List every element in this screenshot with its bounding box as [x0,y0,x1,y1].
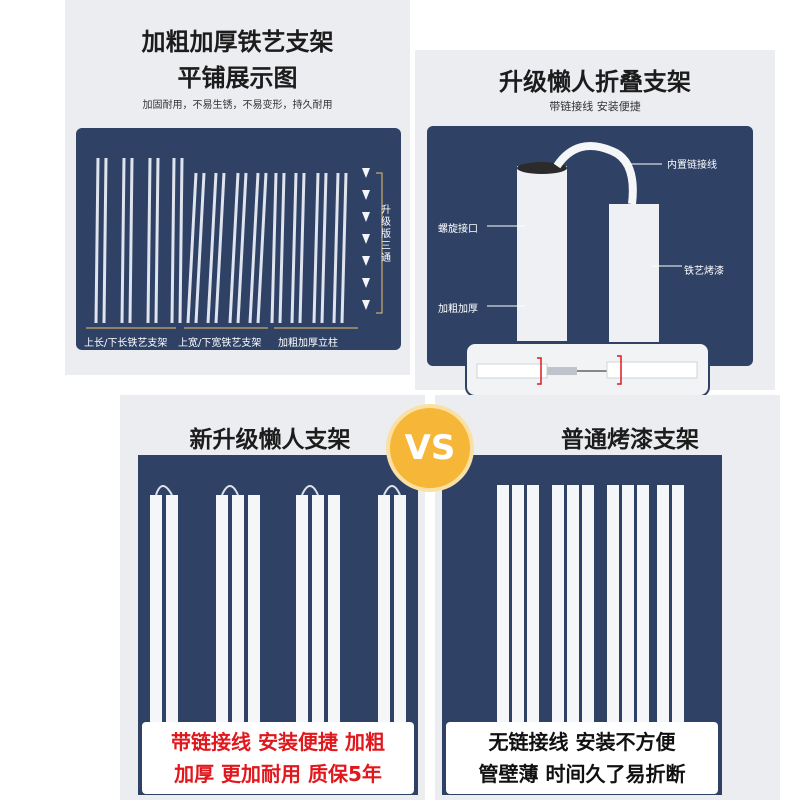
normal-rack-text-line2: 管壁薄 时间久了易折断 [478,762,686,786]
top-right-title: 升级懒人折叠支架 [499,68,691,96]
new-rack-text-line1: 带链接线 安装便捷 加粗 [171,730,385,754]
folding-illustration [487,142,682,344]
callout-thick: 加粗加厚 [438,304,478,315]
top-left-title-line1: 加粗加厚铁艺支架 [141,28,334,56]
top-right-subtitle: 带链接线 安装便捷 [549,100,641,113]
callout-paint: 铁艺烤漆 [684,266,724,277]
normal-rack-illustration [497,485,684,755]
caption-wide-frame: 上宽/下宽铁艺支架 [178,338,262,349]
flatlay-illustration [86,157,383,329]
flatlay-panel [76,128,401,350]
connector-illustration [476,355,698,385]
folding-panel [427,126,753,366]
top-left-title-line2: 平铺展示图 [177,64,298,92]
bottom-right-title: 普通烤漆支架 [561,427,699,453]
caption-long-frame: 上长/下长铁艺支架 [84,338,168,349]
side-label-tee: 升级版三通 [381,205,391,264]
new-rack-text-line2: 加厚 更加耐用 质保5年 [174,762,382,786]
bottom-left-title: 新升级懒人支架 [189,427,351,453]
vs-badge: VS [390,408,470,488]
new-rack-features: 带链接线 安装便捷 加粗 加厚 更加耐用 质保5年 [142,722,414,794]
callout-screw-joint: 螺旋接口 [438,224,478,235]
normal-rack-text-line1: 无链接线 安装不方便 [488,730,676,754]
top-left-subtitle: 加固耐用，不易生锈，不易变形，持久耐用 [142,100,333,111]
caption-post: 加粗加厚立柱 [278,338,338,349]
callout-inner-cable: 内置链接线 [667,160,717,171]
connector-inset [465,342,710,397]
normal-rack-features: 无链接线 安装不方便 管壁薄 时间久了易折断 [446,722,718,794]
new-rack-illustration [150,485,406,755]
